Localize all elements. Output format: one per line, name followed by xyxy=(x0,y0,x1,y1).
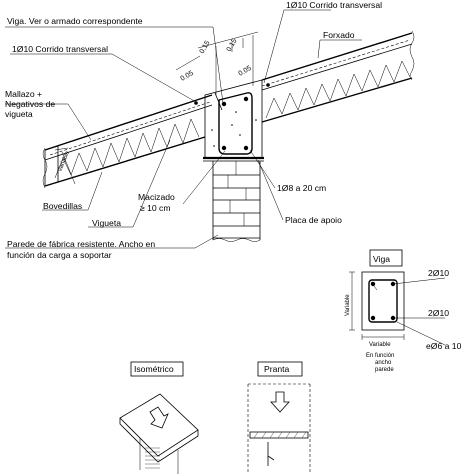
label-mallazo-line2: Negativos de xyxy=(5,99,55,109)
section-title: Viga xyxy=(373,254,390,264)
label-mallazo-line1: Mallazo + xyxy=(5,89,42,99)
dim-d2: 0.15 xyxy=(199,40,212,55)
isometric-title: Isométrico xyxy=(134,364,174,374)
label-macizado-line1: Macizado xyxy=(138,192,175,202)
beam-macizado xyxy=(194,79,270,162)
plan-title: Pranta xyxy=(264,364,290,374)
masonry-wall xyxy=(212,161,261,242)
label-mallazo-line3: vigueta xyxy=(5,109,33,119)
label-parede-line1: Parede de fábrica resistente. Ancho en xyxy=(7,239,155,249)
section-stirrups: eØ6 a 10 xyxy=(426,341,462,351)
label-parede: Parede de fábrica resistente. Ancho en f… xyxy=(7,239,158,260)
label-left-rebar: 1Ø10 Corrido transversal xyxy=(12,44,108,54)
section-width-note-line1: En función xyxy=(366,353,394,359)
leader-lines xyxy=(5,9,362,249)
section-top-bars: 2Ø10 xyxy=(428,268,449,278)
dim-d1: 0.05 xyxy=(180,70,195,83)
label-macizado: Macizado ≥ 10 cm xyxy=(138,192,177,213)
top-dimensions xyxy=(54,31,259,185)
label-parede-line2: función da carga a soportar xyxy=(7,250,112,260)
label-stirrup: 1Ø8 a 20 cm xyxy=(277,183,326,193)
label-bovedillas: Bovedillas xyxy=(43,201,82,211)
section-bottom-label: Variable xyxy=(369,342,391,348)
section-bottom-bars: 2Ø10 xyxy=(428,308,449,318)
label-top-rebar: 1Ø10 Corrido transversal xyxy=(286,0,382,10)
beam-cross-section xyxy=(349,249,446,346)
label-macizado-line2: ≥ 10 cm xyxy=(140,203,171,213)
slab-section xyxy=(42,30,415,189)
label-vigueta: Vigueta xyxy=(92,218,121,228)
label-forxado: Forxado xyxy=(323,30,355,40)
dim-d4: 0.05 xyxy=(238,65,253,78)
label-mallazo: Mallazo + Negativos de vigueta xyxy=(5,89,58,119)
section-side-label: Variable xyxy=(345,294,351,316)
section-width-note-line2: ancho xyxy=(375,360,392,366)
label-viga-ver: Viga. Ver o armado correspondente xyxy=(7,16,143,26)
isometric-view xyxy=(119,361,199,474)
section-width-note: En función ancho parede xyxy=(366,353,396,373)
section-width-note-line3: parede xyxy=(375,367,394,373)
plan-view xyxy=(247,361,311,474)
label-placa: Placa de apoio xyxy=(285,215,342,225)
